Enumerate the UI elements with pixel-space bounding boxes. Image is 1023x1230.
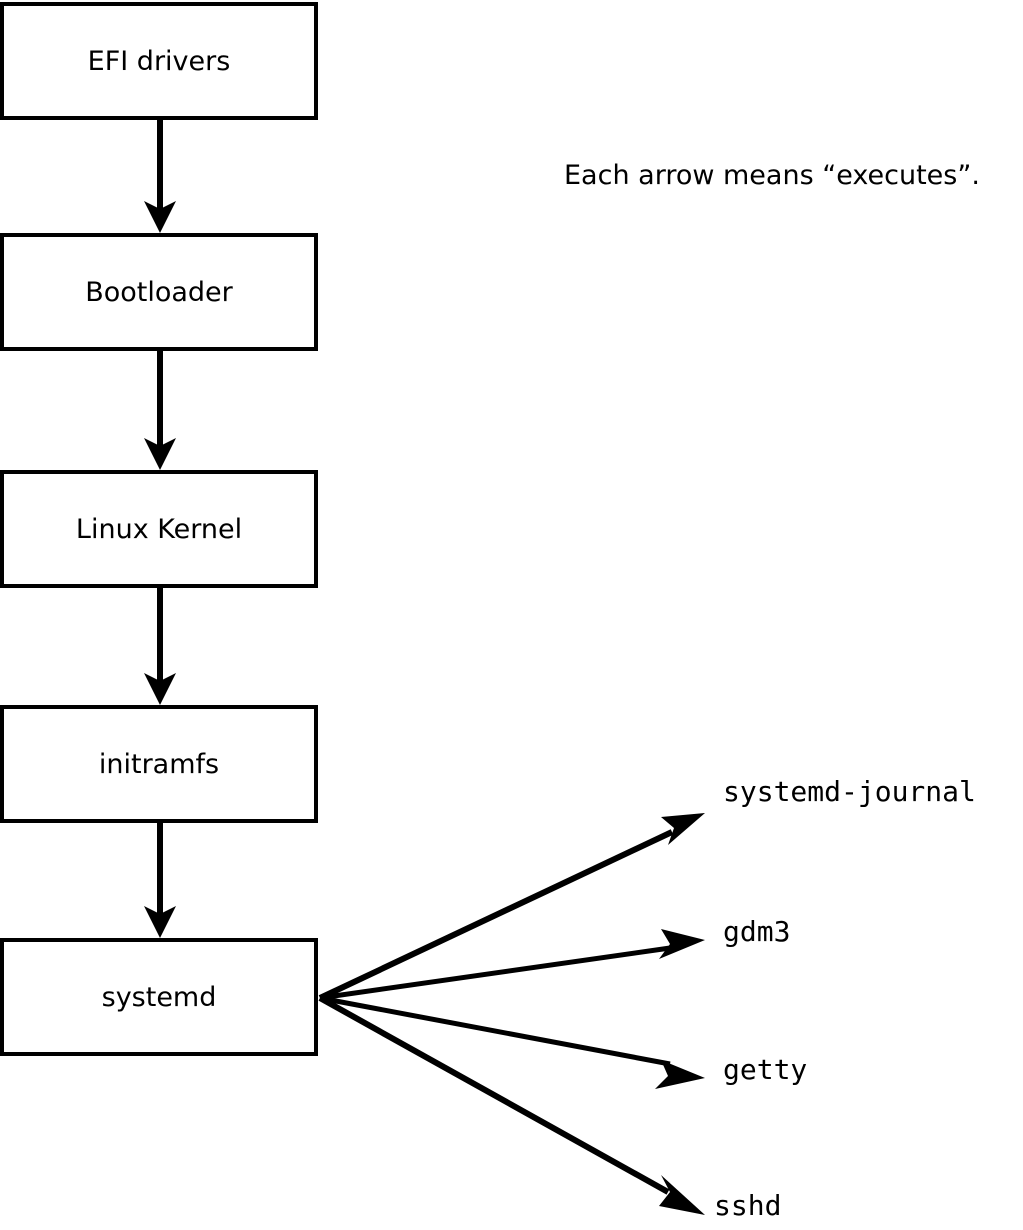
- stage-box-bootloader: Bootloader: [0, 233, 318, 351]
- stage-label-bootloader: Bootloader: [85, 276, 233, 308]
- stage-box-initramfs: initramfs: [0, 705, 318, 823]
- service-label-getty: getty: [723, 1053, 808, 1086]
- stage-box-linux-kernel: Linux Kernel: [0, 470, 318, 588]
- stage-label-systemd: systemd: [101, 981, 217, 1013]
- chain-arrow-linux-kernel-to-initramfs: [144, 588, 176, 705]
- service-label-sshd: sshd: [714, 1189, 782, 1222]
- fanout-arrow-sshd: [318, 995, 705, 1215]
- fanout-arrow-systemd-journal: [318, 813, 705, 1001]
- chain-arrow-initramfs-to-systemd: [144, 823, 176, 938]
- stage-box-efi-drivers: EFI drivers: [0, 2, 318, 120]
- stage-label-efi-drivers: EFI drivers: [87, 45, 231, 77]
- fanout-arrow-getty: [319, 995, 705, 1089]
- chain-arrow-bootloader-to-linux-kernel: [144, 351, 176, 470]
- stage-label-linux-kernel: Linux Kernel: [75, 513, 243, 545]
- service-label-systemd-journal: systemd-journal: [723, 775, 976, 808]
- service-label-gdm3: gdm3: [723, 915, 791, 948]
- chain-arrow-efi-to-bootloader: [144, 120, 176, 233]
- stage-box-systemd: systemd: [0, 938, 318, 1056]
- stage-label-initramfs: initramfs: [98, 748, 220, 780]
- legend-note: Each arrow means “executes”.: [564, 160, 980, 191]
- fanout-arrow-gdm3: [319, 929, 705, 1001]
